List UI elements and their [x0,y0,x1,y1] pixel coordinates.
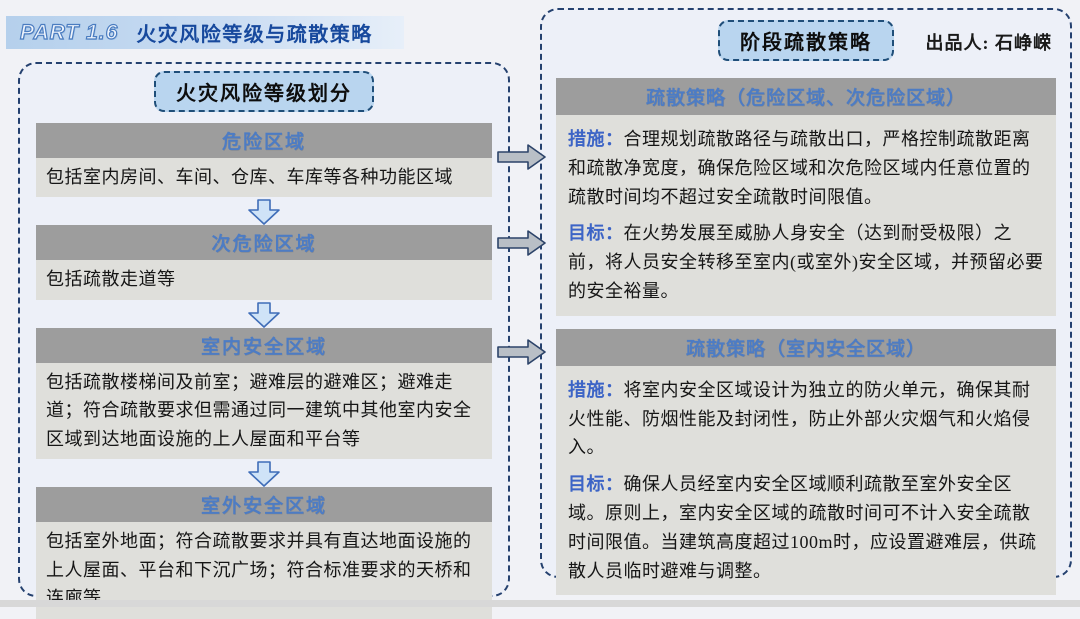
section-body: 包括疏散走道等 [36,260,492,300]
section-heading: 次危险区域 [36,225,492,261]
section-body: 包括室内房间、车间、仓库、车库等各种功能区域 [36,158,492,198]
strategy-box-danger-zones: 疏散策略（危险区域、次危险区域） 措施：合理规划疏散路径与疏散出口，严格控制疏散… [556,78,1056,316]
section-indoor-safe-zone: 室内安全区域 包括疏散楼梯间及前室；避难层的避难区；避难走道；符合疏散要求但需通… [36,327,492,460]
goal-paragraph: 目标：在火势发展至威胁人身安全（达到耐受极限）之前，将人员安全转移至室内(或室外… [568,219,1044,305]
section-heading: 室内安全区域 [36,327,492,363]
page-title: 火灾风险等级与疏散策略 [136,24,373,46]
section-heading: 室外安全区域 [36,487,492,523]
left-panel-title-row: 火灾风险等级划分 [36,71,492,112]
strategy-heading: 疏散策略（危险区域、次危险区域） [556,78,1056,115]
part-number-label: PART 1.6 [19,20,119,44]
down-arrow-icon [36,459,492,487]
measure-text: 将室内安全区域设计为独立的防火单元，确保其耐火性能、防烟性能及封闭性，防止外部火… [568,379,1031,458]
goal-label: 目标： [568,474,624,495]
author-credit: 出品人: 石峥嵘 [925,33,1052,53]
measure-label: 措施： [568,379,624,400]
right-arrow-icon [497,229,547,262]
measure-paragraph: 措施：将室内安全区域设计为独立的防火单元，确保其耐火性能、防烟性能及封闭性，防止… [568,376,1044,462]
section-heading: 危险区域 [36,123,492,158]
down-arrow-icon [36,300,492,328]
goal-text: 确保人员经室内安全区域顺利疏散至室外安全区域。原则上，室内安全区域的疏散时间可不… [568,474,1037,581]
right-panel-title: 阶段疏散策略 [718,20,894,61]
goal-paragraph: 目标：确保人员经室内安全区域顺利疏散至室外安全区域。原则上，室内安全区域的疏散时… [568,470,1044,585]
goal-label: 目标： [568,223,624,244]
strategy-body: 措施：将室内安全区域设计为独立的防火单元，确保其耐火性能、防烟性能及封闭性，防止… [556,365,1056,596]
strategy-box-indoor-safe-zone: 疏散策略（室内安全区域） 措施：将室内安全区域设计为独立的防火单元，确保其耐火性… [556,328,1056,596]
evacuation-strategy-panel: 阶段疏散策略 出品人: 石峥嵘 疏散策略（危险区域、次危险区域） 措施：合理规划… [540,8,1072,596]
risk-level-panel: 火灾风险等级划分 危险区域 包括室内房间、车间、仓库、车库等各种功能区域 次危险… [18,62,510,619]
strategy-heading: 疏散策略（室内安全区域） [556,328,1056,366]
down-arrow-icon [36,197,492,226]
right-arrow-icon [497,338,547,371]
section-danger-zone: 危险区域 包括室内房间、车间、仓库、车库等各种功能区域 [36,123,492,198]
measure-text: 合理规划疏散路径与疏散出口，严格控制疏散距离和疏散净宽度，确保危险区域和次危险区… [568,129,1031,207]
section-body: 包括疏散楼梯间及前室；避难层的避难区；避难走道；符合疏散要求但需通过同一建筑中其… [36,362,492,460]
section-outdoor-safe-zone: 室外安全区域 包括室外地面；符合疏散要求并具有直达地面设施的上人屋面、平台和下沉… [36,487,492,619]
right-panel-title-row: 阶段疏散策略 出品人: 石峥嵘 [556,20,1056,66]
measure-paragraph: 措施：合理规划疏散路径与疏散出口，严格控制疏散距离和疏散净宽度，确保危险区域和次… [568,125,1044,211]
left-panel-title: 火灾风险等级划分 [154,71,374,112]
part-banner: PART 1.6 火灾风险等级与疏散策略 [6,16,404,49]
section-sub-danger-zone: 次危险区域 包括疏散走道等 [36,225,492,300]
slide-bottom-edge [0,600,1080,607]
strategy-body: 措施：合理规划疏散路径与疏散出口，严格控制疏散距离和疏散净宽度，确保危险区域和次… [556,115,1056,316]
goal-text: 在火势发展至威胁人身安全（达到耐受极限）之前，将人员安全转移至室内(或室外)安全… [568,223,1044,301]
measure-label: 措施： [568,129,624,149]
right-arrow-icon [497,143,547,176]
